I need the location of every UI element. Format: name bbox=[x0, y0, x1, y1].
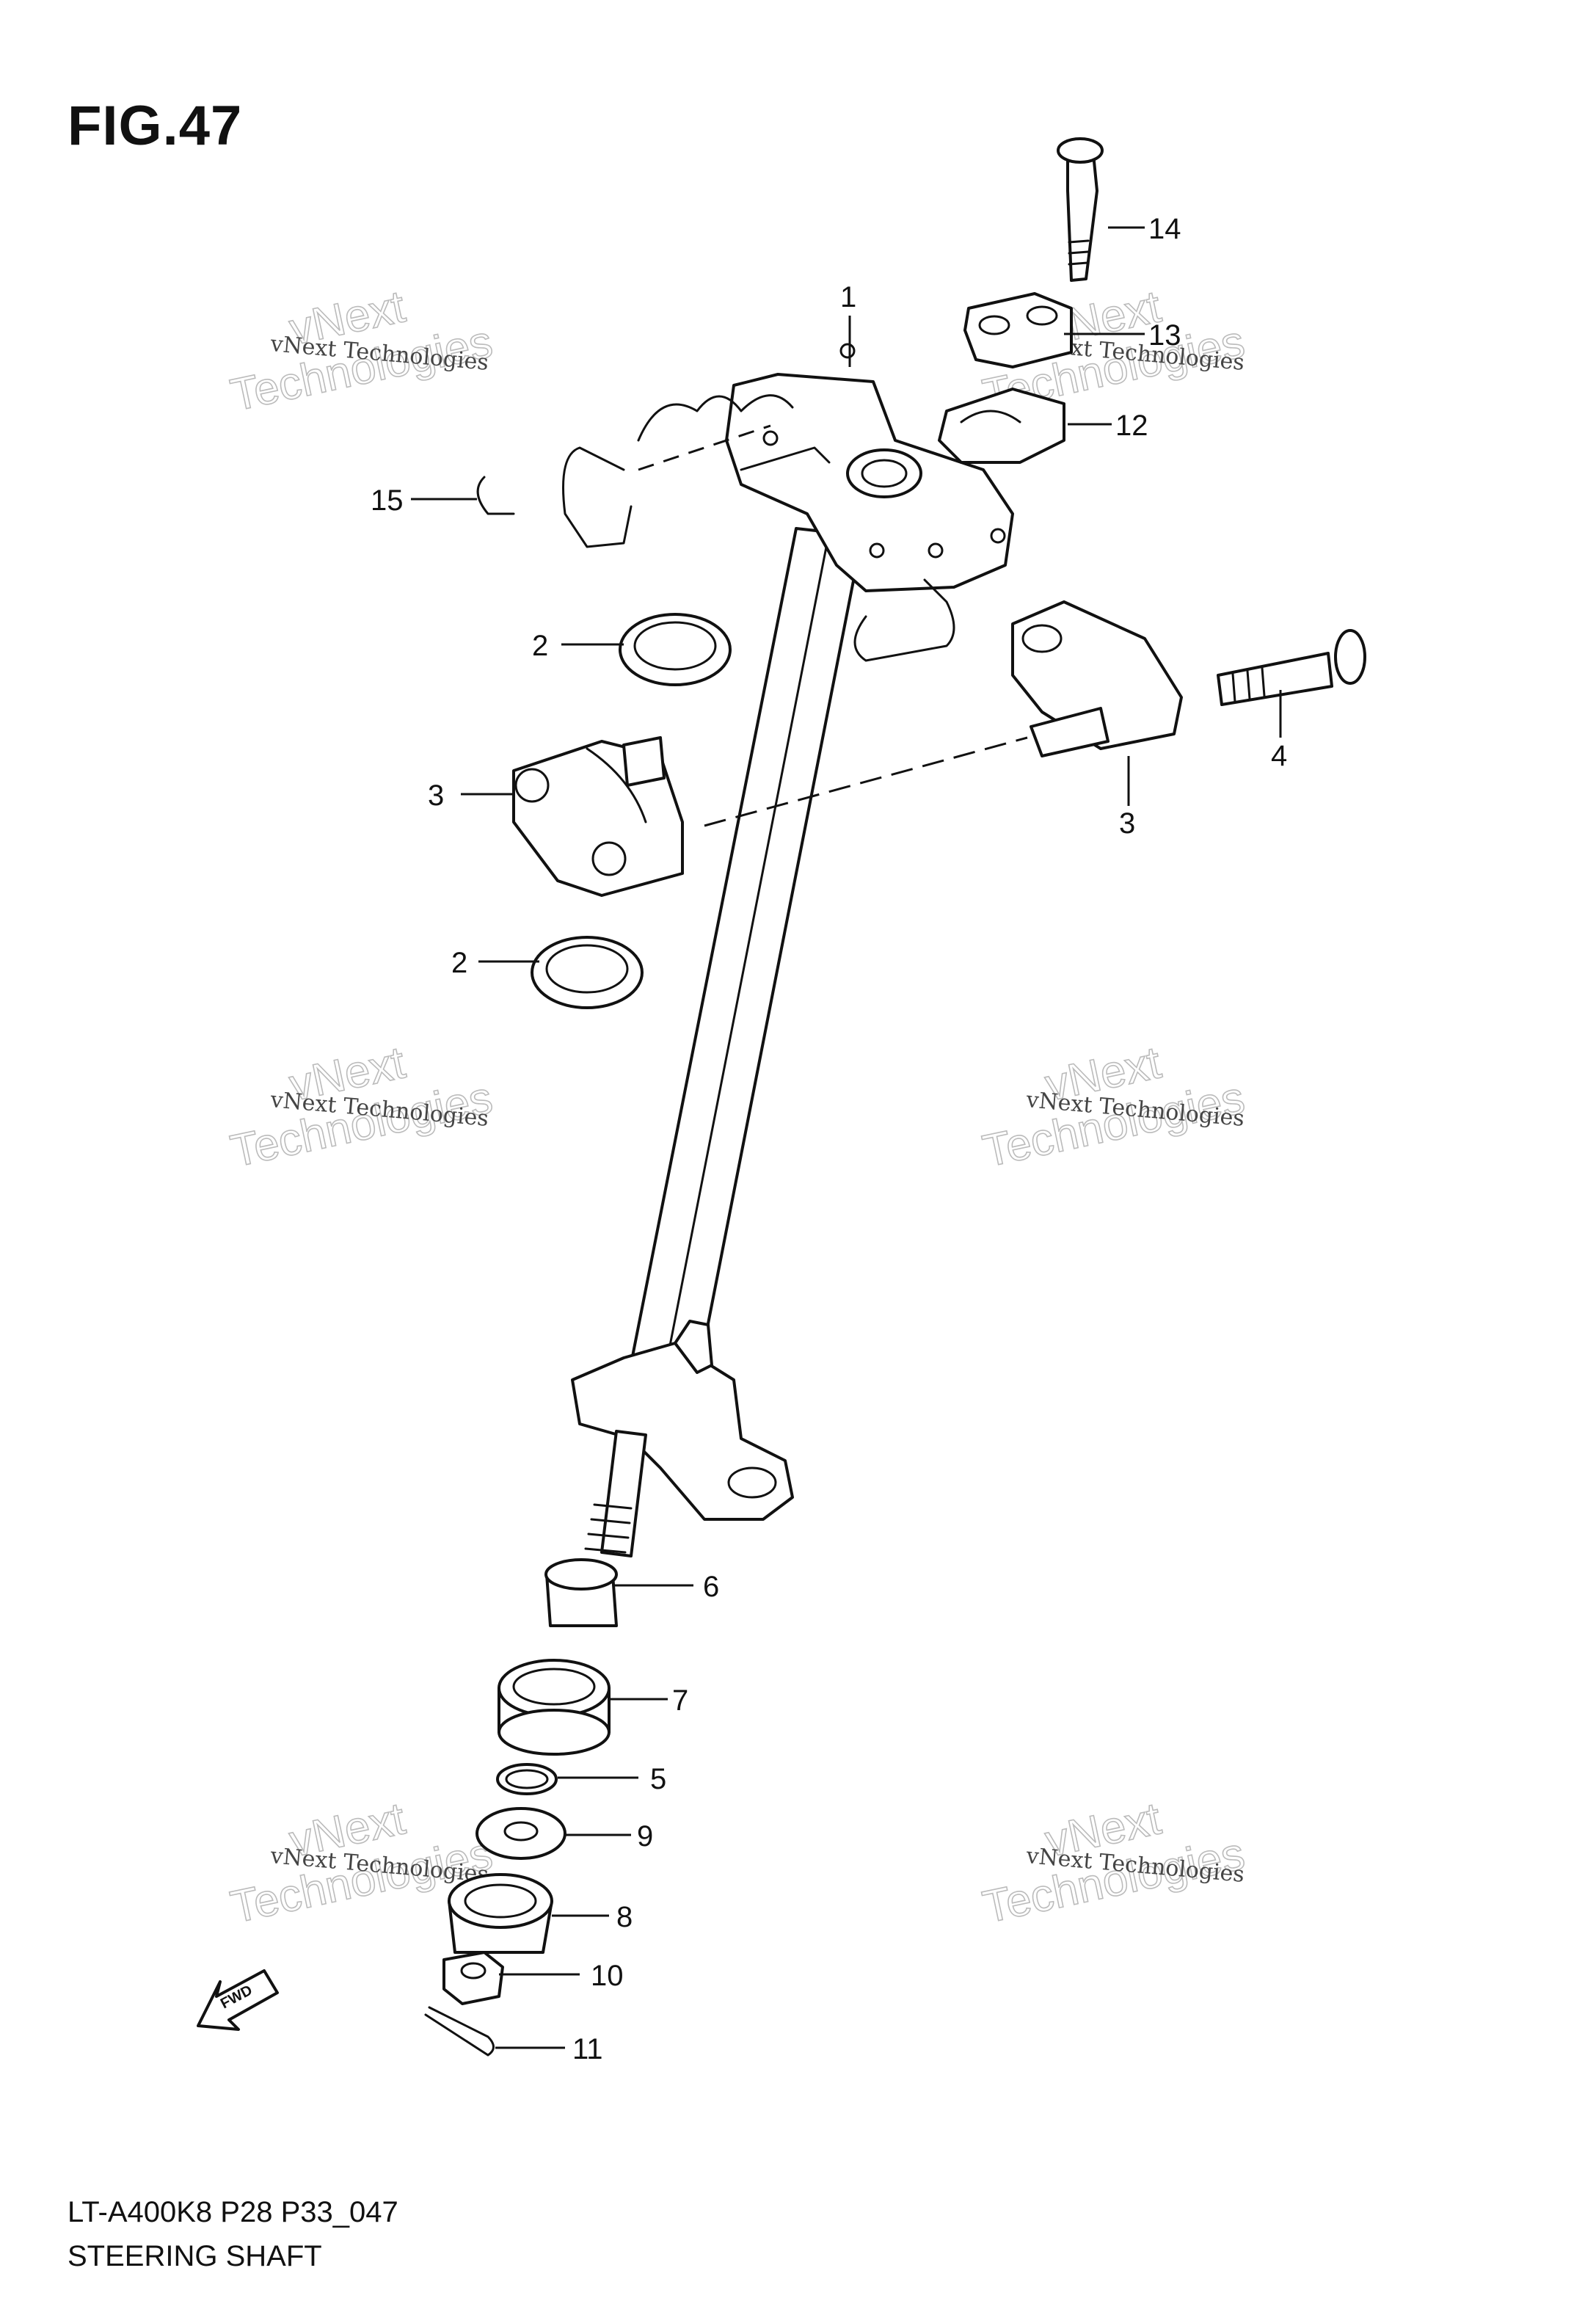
spring-clip bbox=[476, 394, 794, 548]
seal-lower bbox=[531, 936, 644, 1009]
nut bbox=[442, 1951, 504, 2005]
steering-shaft bbox=[571, 343, 1014, 1557]
callout-13: 13 bbox=[1148, 319, 1181, 352]
o-ring bbox=[496, 1763, 558, 1795]
callout-8: 8 bbox=[616, 1901, 633, 1933]
seal-upper bbox=[619, 613, 732, 686]
fwd-arrow-icon: FWD bbox=[197, 1969, 279, 2031]
callout-4: 4 bbox=[1271, 740, 1287, 772]
callout-12: 12 bbox=[1115, 410, 1148, 442]
callout-7: 7 bbox=[672, 1684, 688, 1717]
cap bbox=[448, 1873, 553, 1954]
watermark-mid-left: Technologies vNext vNext Technologies bbox=[226, 1036, 498, 1177]
callouts: 1 14 13 12 15 2 3 3 4 2 6 7 5 9 8 10 11 bbox=[371, 213, 1287, 2065]
callout-14: 14 bbox=[1148, 213, 1181, 245]
callout-6: 6 bbox=[703, 1571, 719, 1603]
callout-15: 15 bbox=[371, 484, 404, 517]
bolt-right bbox=[1217, 629, 1366, 706]
callout-1: 1 bbox=[840, 281, 856, 313]
holder-left bbox=[512, 736, 684, 897]
figure-title: FIG.47 bbox=[68, 95, 243, 157]
model-code: LT-A400K8 P28 P33_047 bbox=[68, 2196, 398, 2228]
watermark-top-left: Technologies vNext vNext Technologies bbox=[226, 280, 498, 421]
callout-11: 11 bbox=[572, 2033, 603, 2065]
figure-name: STEERING SHAFT bbox=[68, 2240, 322, 2272]
holder-right bbox=[704, 600, 1183, 827]
callout-3-left: 3 bbox=[428, 779, 444, 812]
watermark-mid-right: Technologies vNext vNext Technologies bbox=[978, 1036, 1250, 1177]
leader-lines bbox=[411, 226, 1282, 2049]
watermark-bottom-right: Technologies vNext vNext Technologies bbox=[978, 1792, 1250, 1933]
callout-5: 5 bbox=[650, 1763, 666, 1795]
cotter-pin bbox=[424, 2006, 495, 2057]
callout-9: 9 bbox=[637, 1820, 653, 1853]
bearing bbox=[498, 1659, 611, 1756]
bushing bbox=[544, 1558, 618, 1627]
callout-3-right: 3 bbox=[1119, 807, 1135, 840]
callout-2-lower: 2 bbox=[451, 947, 467, 979]
callout-2-upper: 2 bbox=[532, 630, 548, 662]
callout-10: 10 bbox=[591, 1960, 624, 1992]
upper-clamp bbox=[938, 137, 1104, 464]
washer bbox=[475, 1807, 566, 1860]
